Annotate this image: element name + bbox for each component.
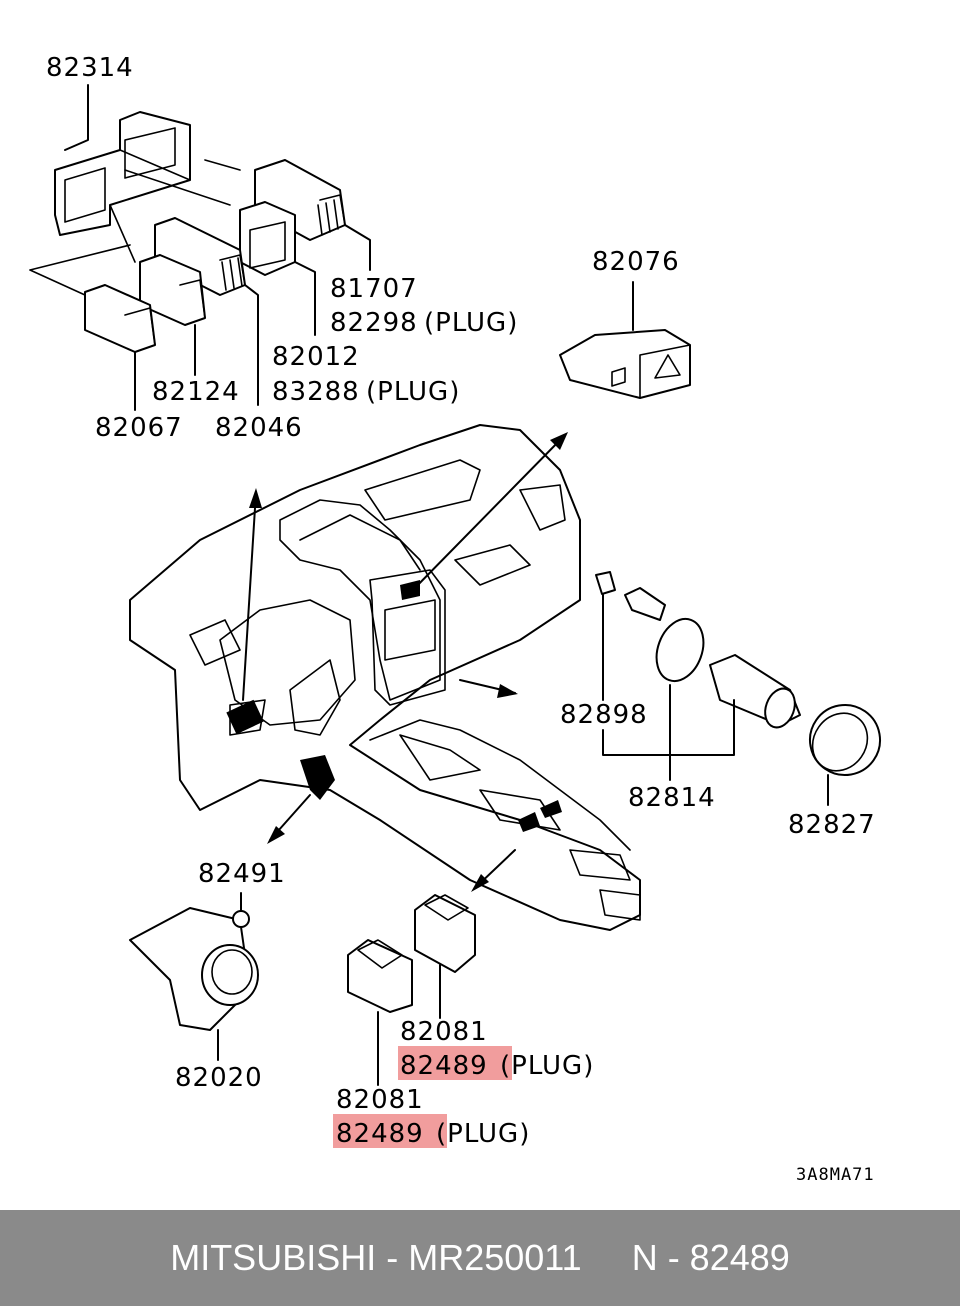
switch-panel-82314	[54, 84, 191, 236]
label-82124: 82124	[152, 377, 240, 407]
footer-ref: N - 82489	[631, 1237, 790, 1278]
footer-part-number: MR250011	[408, 1237, 582, 1278]
label-82489-upper: 82489	[400, 1051, 488, 1081]
footer-bar: MITSUBISHI - MR250011 N - 82489	[0, 1210, 960, 1306]
nut-82491	[232, 892, 250, 928]
pointer-arrows	[242, 432, 568, 892]
parts-diagram: 82314 81707 82298 (PLUG) 82012 83288 (PL…	[29, 53, 881, 1185]
diagram-code: 3A8MA71	[796, 1165, 875, 1185]
label-82489-upper-plug: (PLUG)	[500, 1051, 594, 1081]
label-82046: 82046	[215, 413, 303, 443]
label-82827: 82827	[788, 810, 876, 840]
label-82814: 82814	[628, 783, 716, 813]
dashboard	[129, 424, 641, 931]
footer-gap	[582, 1237, 632, 1279]
ring-82827	[809, 704, 881, 806]
label-83288-plug: (PLUG)	[366, 377, 460, 407]
highlight-82489-lower	[333, 1114, 447, 1148]
label-82489-lower: 82489	[336, 1119, 424, 1149]
switch-82081-lower	[347, 939, 413, 1086]
footer-brand: MITSUBISHI	[170, 1237, 377, 1278]
label-82298-plug: (PLUG)	[424, 308, 518, 338]
switch-82081-upper	[414, 894, 476, 1019]
label-83288: 83288	[272, 377, 360, 407]
switch-82067	[84, 284, 156, 411]
label-82067: 82067	[95, 413, 183, 443]
switch-82298-plug	[239, 201, 316, 336]
label-82081-lower: 82081	[336, 1085, 424, 1115]
footer-separator: -	[376, 1237, 409, 1278]
cluster-guide-lines	[29, 204, 136, 296]
label-82020: 82020	[175, 1063, 263, 1093]
label-82489-lower-plug: (PLUG)	[436, 1119, 530, 1149]
label-82298: 82298	[330, 308, 418, 338]
label-82898: 82898	[560, 700, 648, 730]
hazard-switch-82076	[559, 281, 691, 399]
label-82081-upper: 82081	[400, 1017, 488, 1047]
lighter-82814	[602, 587, 801, 781]
label-82076: 82076	[592, 247, 680, 277]
label-82314: 82314	[46, 53, 134, 83]
bulb-82898	[595, 571, 616, 701]
switch-82020	[129, 907, 259, 1061]
highlight-82489-upper	[398, 1046, 512, 1080]
label-82012: 82012	[272, 342, 360, 372]
label-82491: 82491	[198, 859, 286, 889]
label-81707: 81707	[330, 274, 418, 304]
